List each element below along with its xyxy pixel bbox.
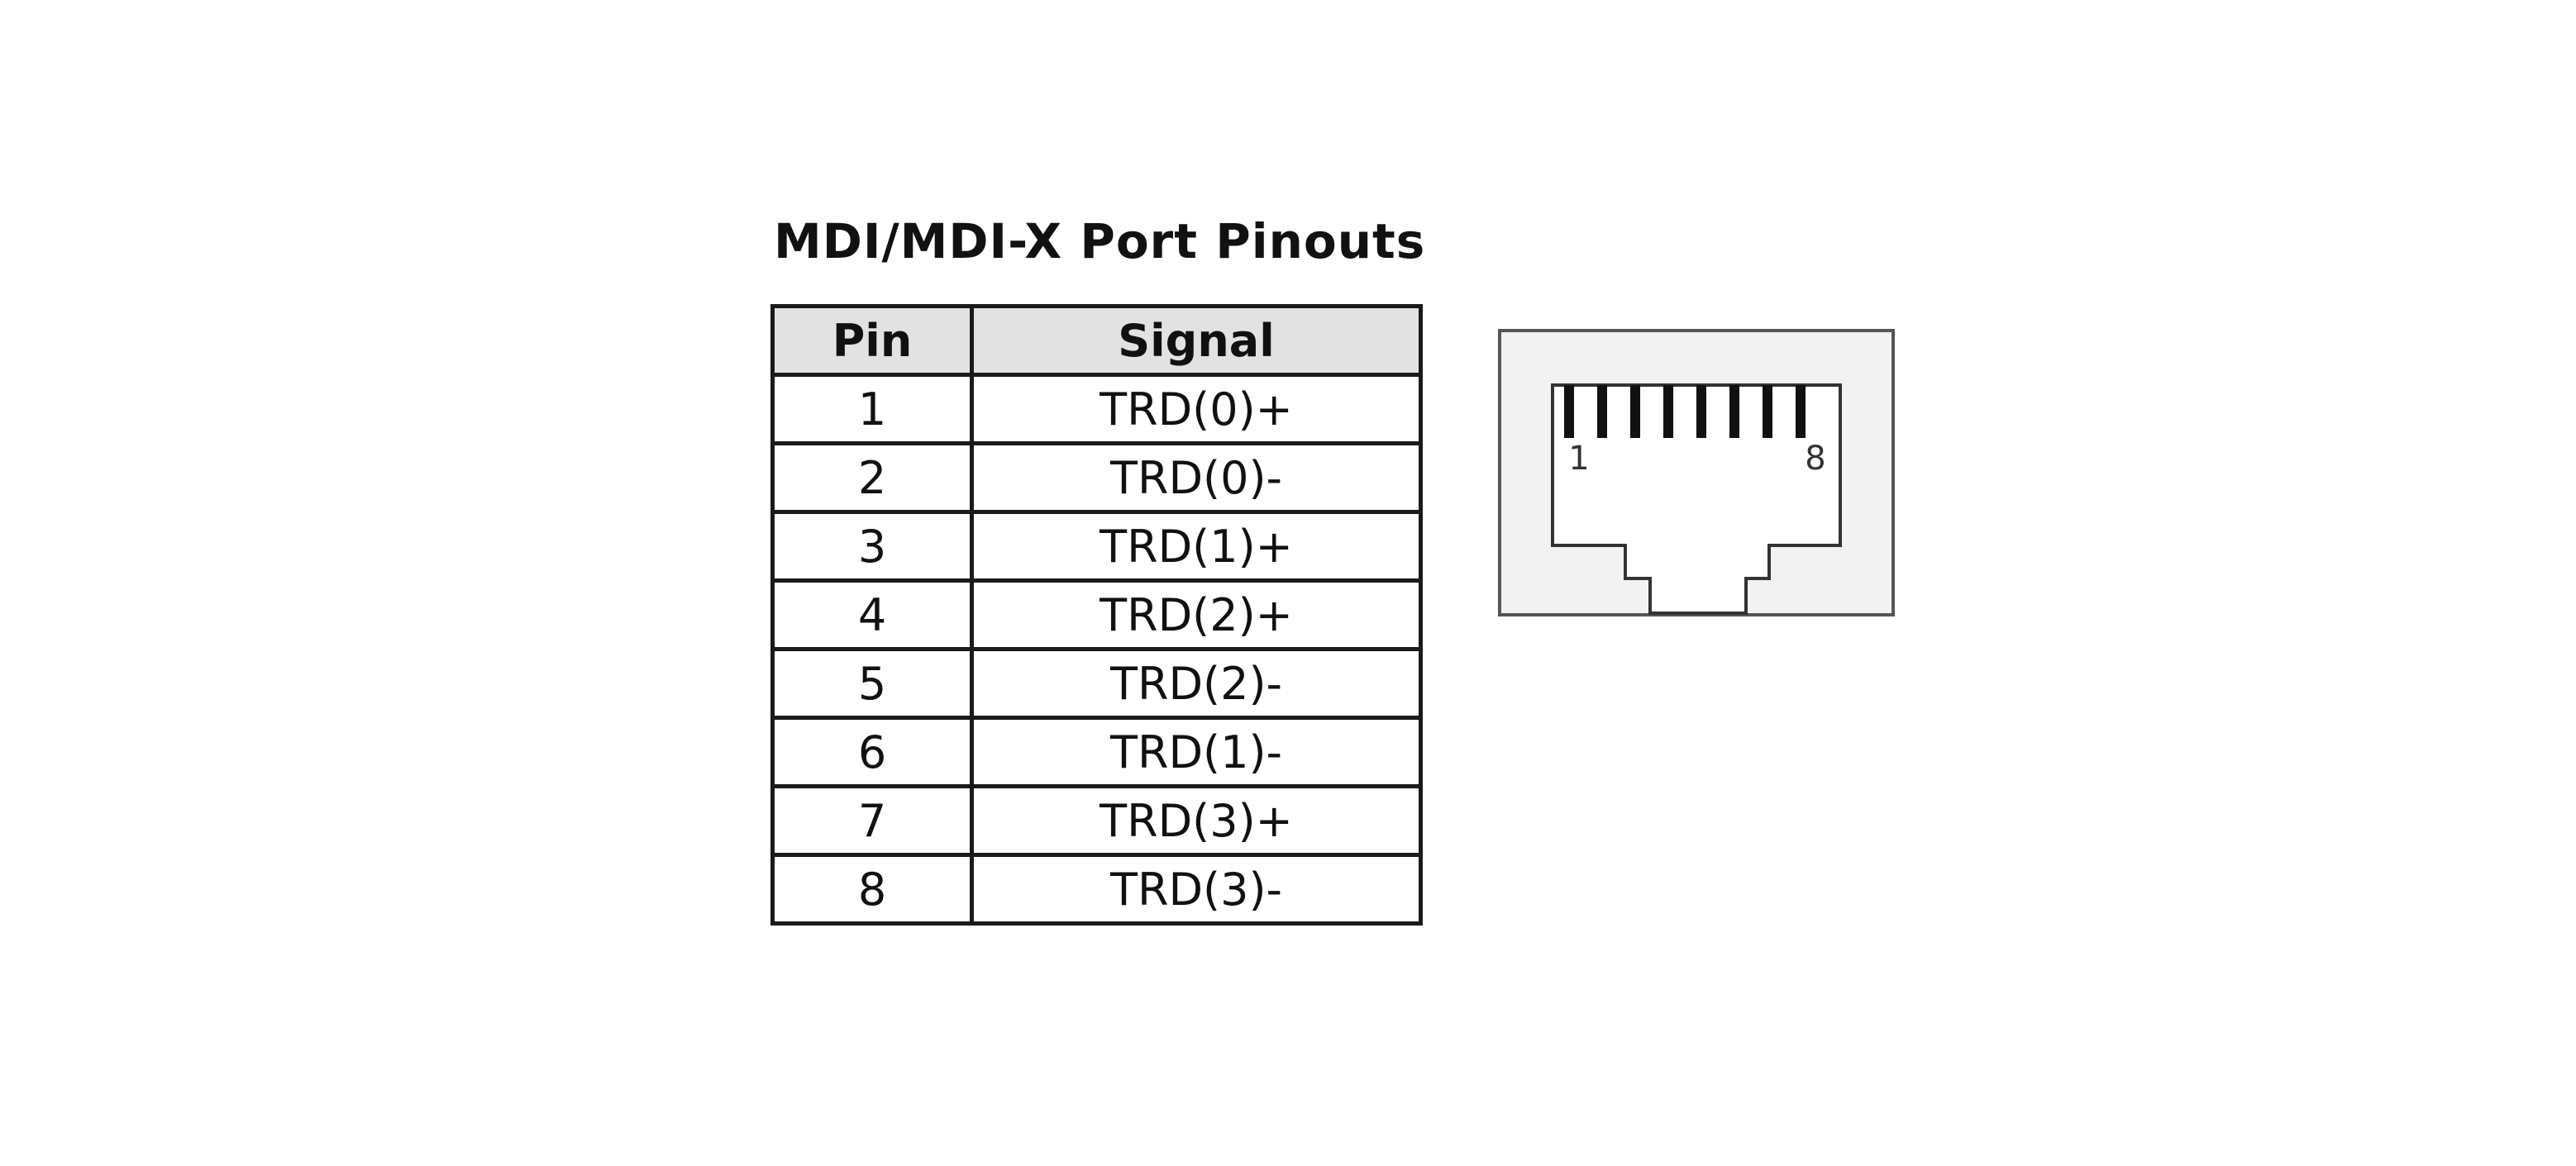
table-row: 1 TRD(0)+ (770, 373, 1423, 445)
table-row: 5 TRD(2)- (770, 647, 1423, 720)
pin-cell: 3 (770, 510, 974, 583)
table-row: 6 TRD(1)- (770, 716, 1423, 788)
pin-cell: 1 (770, 373, 974, 445)
pin-cell: 8 (770, 853, 974, 926)
pin-cell: 5 (770, 647, 974, 720)
signal-cell: TRD(2)+ (970, 578, 1423, 651)
table-row: 8 TRD(3)- (770, 853, 1423, 926)
port-pin-contact-2 (1597, 385, 1607, 438)
pin-cell: 7 (770, 784, 974, 857)
port-pin-contact-4 (1663, 385, 1673, 438)
port-pin-contact-1 (1564, 385, 1574, 438)
port-pin-contacts (1564, 385, 1806, 438)
signal-column-header: Signal (970, 304, 1423, 377)
port-right-pin-label: 8 (1805, 440, 1825, 478)
port-pin-contact-6 (1729, 385, 1739, 438)
port-pin-contact-8 (1796, 385, 1806, 438)
signal-cell: TRD(3)+ (970, 784, 1423, 857)
port-pin-contact-5 (1696, 385, 1706, 438)
port-left-pin-label: 1 (1568, 440, 1589, 478)
rj45-port-diagram: 1 8 (1498, 329, 1895, 616)
signal-cell: TRD(2)- (970, 647, 1423, 720)
port-pin-contact-7 (1763, 385, 1772, 438)
table-row: 2 TRD(0)- (770, 441, 1423, 514)
table-row: 4 TRD(2)+ (770, 578, 1423, 651)
pin-cell: 2 (770, 441, 974, 514)
signal-cell: TRD(3)- (970, 853, 1423, 926)
port-socket-outline (1551, 383, 1842, 615)
pin-column-header: Pin (770, 304, 974, 377)
pin-cell: 4 (770, 578, 974, 651)
pin-cell: 6 (770, 716, 974, 788)
signal-cell: TRD(0)+ (970, 373, 1423, 445)
signal-cell: TRD(1)+ (970, 510, 1423, 583)
table-header-row: Pin Signal (770, 304, 1423, 377)
signal-cell: TRD(1)- (970, 716, 1423, 788)
port-pin-contact-3 (1630, 385, 1640, 438)
table-row: 7 TRD(3)+ (770, 784, 1423, 857)
signal-cell: TRD(0)- (970, 441, 1423, 514)
pinout-table: Pin Signal 1 TRD(0)+ 2 TRD(0)- 3 TRD(1)+… (770, 304, 1423, 926)
table-row: 3 TRD(1)+ (770, 510, 1423, 583)
page-title: MDI/MDI-X Port Pinouts (774, 213, 1426, 269)
